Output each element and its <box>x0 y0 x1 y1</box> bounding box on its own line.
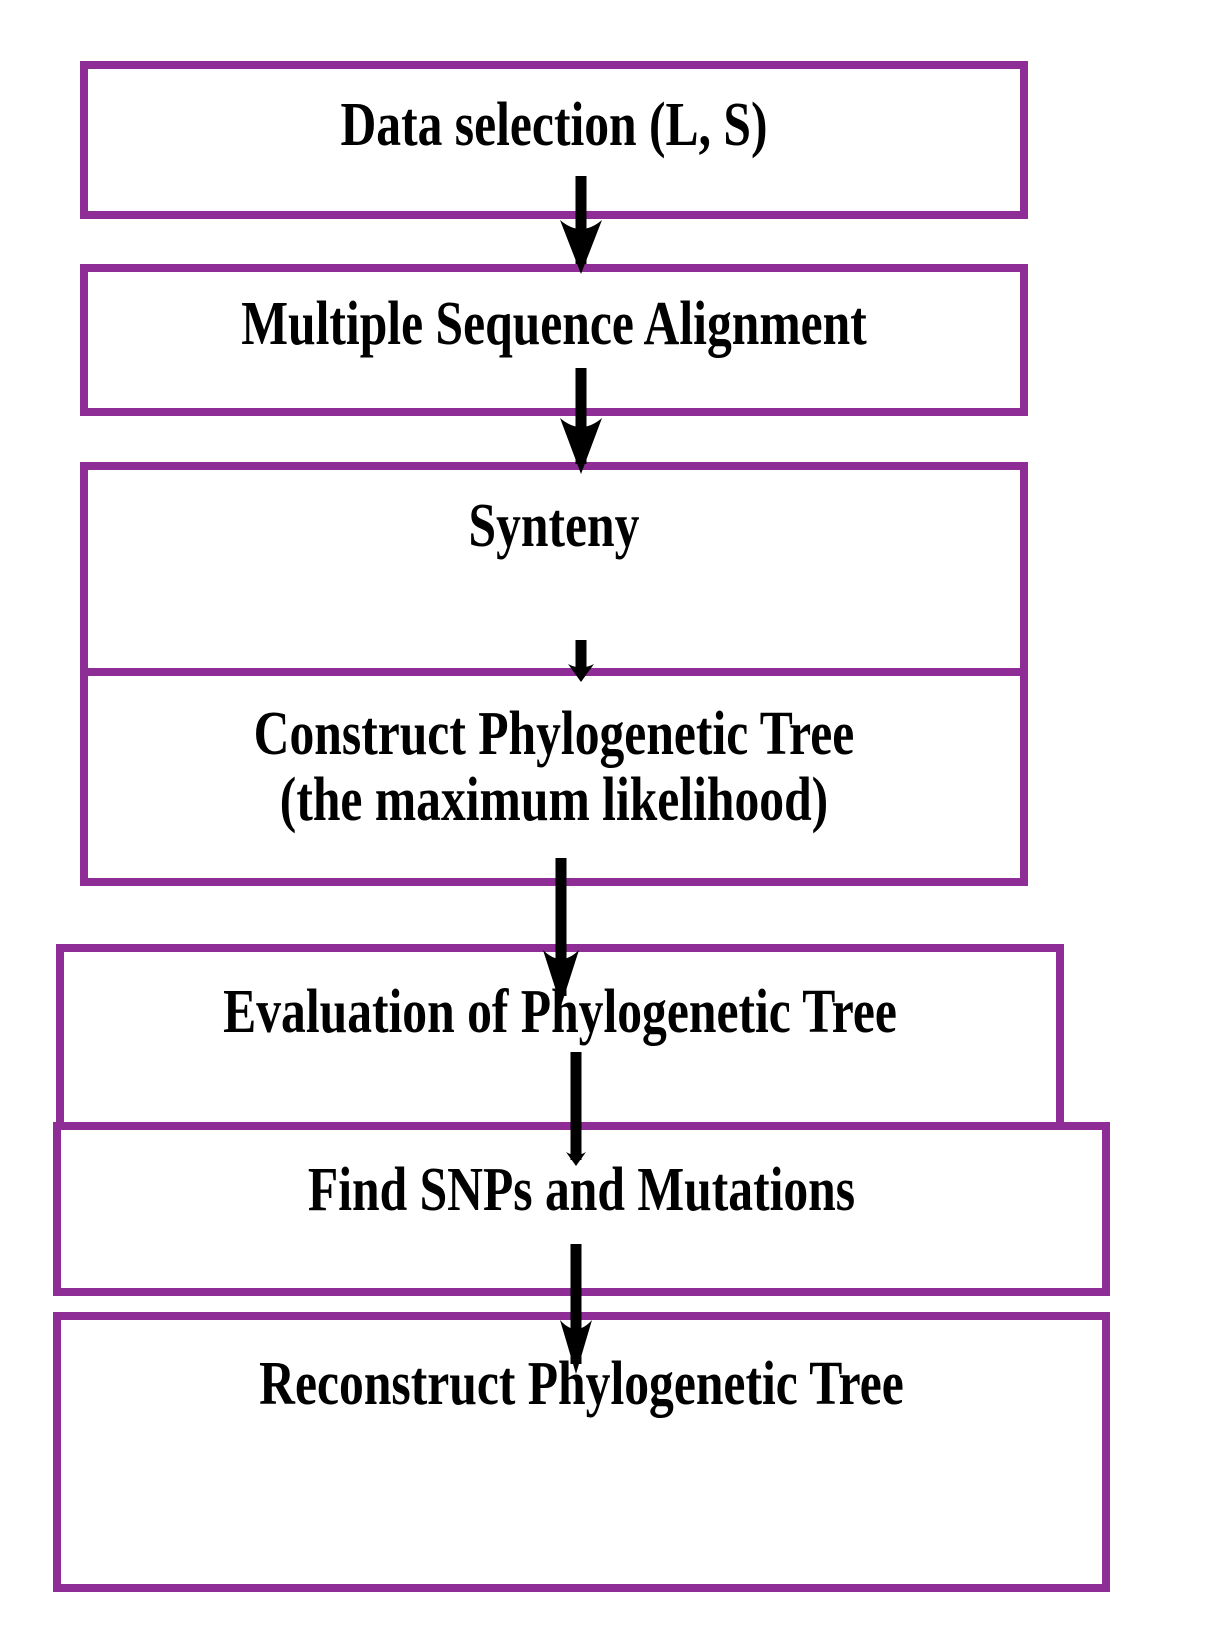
flow-arrow-3 <box>545 640 617 684</box>
flow-node-multiple-sequence-alignment[interactable]: Multiple Sequence Alignment <box>80 264 1028 416</box>
flow-node-label: Synteny <box>468 492 640 560</box>
flow-arrow-5 <box>540 1052 612 1168</box>
flow-node-label: Find SNPs and Mutations <box>307 1156 856 1224</box>
flow-node-construct-tree[interactable]: Construct Phylogenetic Tree (the maximum… <box>80 668 1028 886</box>
flow-arrow-4 <box>525 858 597 1008</box>
flow-arrow-1 <box>545 176 617 276</box>
flow-node-label: Construct Phylogenetic Tree (the maximum… <box>253 700 855 834</box>
flow-arrow-2 <box>545 368 617 476</box>
flow-node-label: Data selection (L, S) <box>340 91 768 159</box>
flow-arrow-6 <box>540 1244 612 1376</box>
flow-node-data-selection[interactable]: Data selection (L, S) <box>80 61 1028 219</box>
flow-node-label: Multiple Sequence Alignment <box>241 290 867 358</box>
